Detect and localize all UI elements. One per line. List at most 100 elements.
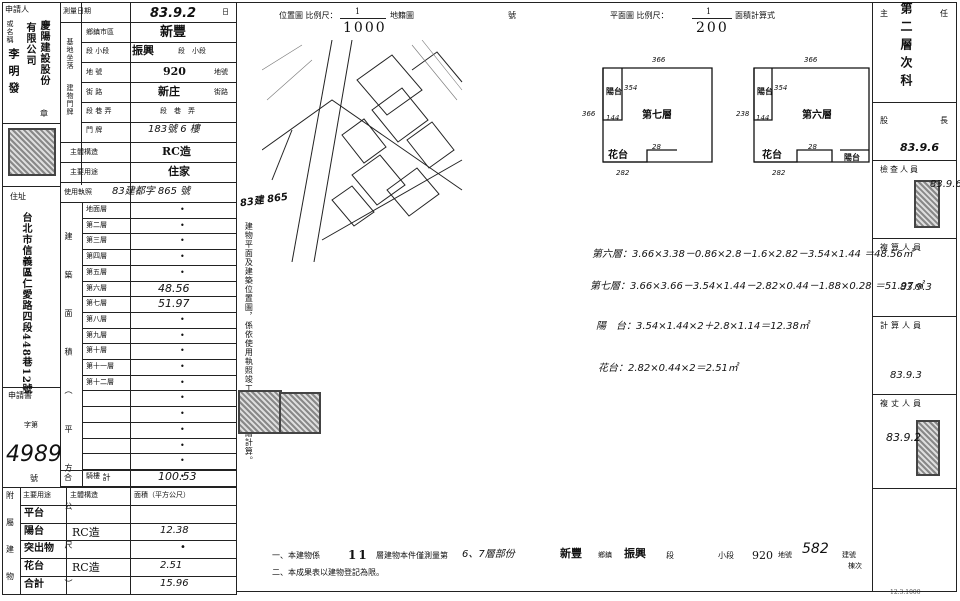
- date-reviewer: 83.9.3: [900, 282, 932, 293]
- district-label: 鄉鎮市區: [86, 28, 114, 36]
- dim-width-6: 366: [804, 56, 818, 64]
- lane-value: 段 巷 弄: [160, 107, 195, 115]
- location-title: 位置圖 比例尺：: [279, 11, 338, 20]
- floor-area: •: [180, 409, 185, 419]
- location-no: 號: [508, 11, 516, 20]
- annex-use: 花台: [24, 561, 44, 573]
- balcony-6: 陽台: [757, 86, 773, 96]
- annex-use: 突出物: [24, 543, 54, 555]
- floor-area: •: [180, 440, 185, 450]
- annex-area: •: [180, 542, 186, 554]
- floor-label: 第八層: [86, 314, 107, 323]
- dim-d2-6: 144: [756, 114, 769, 122]
- annex-side-char: 物: [6, 572, 14, 581]
- area-formula: 第七層：3.66×3.66－3.54×1.44－2.82×0.44－1.88×0…: [590, 281, 924, 292]
- annex-header: 面積（平方公尺）: [134, 491, 190, 499]
- street-suffix: 街路: [214, 88, 228, 96]
- floor-plans: 366 366 366 238 354 354 144 144 28 28 28…: [582, 56, 870, 177]
- dim-height-7: 366: [582, 110, 596, 118]
- inspector-label: 檢查人員: [880, 165, 920, 174]
- floor-area: •: [180, 252, 185, 262]
- note1-page: 棟次: [848, 562, 862, 570]
- floor-area: •: [180, 393, 185, 403]
- number-value: 183號 6 樓: [148, 124, 200, 135]
- dim-d1-6: 354: [774, 84, 787, 92]
- dim-width-7: 366: [652, 56, 666, 64]
- floor-area: •: [180, 456, 185, 466]
- section-head-label: 股: [880, 116, 888, 125]
- floor-area: •: [180, 236, 185, 246]
- annex-area: 15.96: [160, 578, 189, 589]
- survey-date-label: 測量日期: [63, 7, 91, 15]
- note1-district: 新豐: [560, 547, 582, 560]
- dim-d3-6: 28: [808, 143, 817, 151]
- date-inspector: 83.9.6: [930, 179, 960, 190]
- annex-use: 平台: [24, 507, 44, 519]
- lot-label: 地 號: [86, 68, 103, 76]
- floor-label: 第二層: [86, 220, 107, 229]
- app-no-label: 申請書: [8, 391, 32, 400]
- floor-label: 第九層: [86, 330, 107, 339]
- office-seal-right: [279, 392, 321, 434]
- floor-area: •: [180, 205, 185, 214]
- number-label: 門 牌: [86, 126, 103, 134]
- floor-area: •: [180, 471, 185, 481]
- section-suffix: 段 小段: [178, 47, 206, 55]
- annex-use: 合計: [24, 579, 44, 590]
- note1-pre: 一、本建物係: [272, 551, 320, 560]
- permit-value: 83建都字 865 號: [112, 186, 191, 197]
- flower-7: 花台: [608, 148, 628, 161]
- floor-area: •: [180, 377, 185, 387]
- total-area: 100.53: [158, 470, 197, 483]
- inspector-seal: [914, 180, 940, 228]
- footnote: 12.3.1000: [890, 589, 921, 596]
- applicant-name-2: 慶陽建設股份: [38, 20, 49, 86]
- section-label: 段 小段: [86, 47, 110, 55]
- floor-label: 第十一層: [86, 362, 114, 370]
- floor-label: 第四層: [86, 252, 107, 261]
- note1-bldg-label: 建號: [842, 551, 856, 559]
- stamp-label: 章: [40, 109, 48, 118]
- annex-header: 主體構造: [70, 491, 98, 499]
- dim-d4-7: 282: [616, 169, 630, 177]
- dim-d2-7: 144: [606, 114, 619, 122]
- address-label: 住址: [10, 192, 26, 201]
- app-no-prefix: 字第: [24, 421, 38, 429]
- surveyor-label: 複丈人員: [880, 399, 924, 408]
- permit-label: 使用執照: [64, 188, 92, 196]
- area-formula: 第六層：3.66×3.38－0.86×2.8－1.6×2.82－3.54×1.4…: [592, 249, 913, 260]
- floor-area: 51.97: [158, 297, 190, 311]
- floor-area: •: [180, 314, 185, 324]
- app-no-value: 4989: [6, 442, 62, 467]
- use-value: 住家: [168, 165, 190, 178]
- location-scale-den: 1000: [343, 20, 387, 36]
- survey-date-value: 83.9.2: [150, 6, 197, 21]
- company-seal: [8, 128, 56, 176]
- area-formula: 花台：2.82×0.44×2＝2.51㎡: [598, 363, 738, 374]
- plan-scale-num: 1: [706, 7, 712, 16]
- reviewer-label: 複算人員: [880, 243, 924, 252]
- street-label: 街 路: [86, 88, 103, 96]
- site-label: 基地坐落: [66, 38, 74, 70]
- note1-section: 振興: [624, 547, 646, 560]
- floor-area: •: [180, 330, 185, 340]
- floor-label: 地面層: [86, 205, 107, 213]
- dim-d3-7: 28: [652, 143, 661, 151]
- note1-mid: 層建物本件僅測量第: [376, 551, 448, 560]
- section-value: 振興: [132, 44, 154, 57]
- location-map: [262, 40, 464, 262]
- applicant-sub-label: 或名稱: [6, 20, 14, 44]
- date-calculator: 83.9.3: [890, 370, 922, 381]
- floor-area: •: [180, 362, 185, 371]
- chief-stamp: 第二層次科: [899, 2, 913, 92]
- use-label: 主要用途: [70, 168, 98, 176]
- lot-suffix: 地號: [214, 68, 228, 76]
- floor-label: 第十層: [86, 346, 107, 355]
- representative-name: 李明發: [7, 48, 20, 99]
- floor-area: •: [180, 424, 185, 434]
- location-scale-num: 1: [355, 7, 361, 16]
- door-label: 建物門牌: [66, 84, 74, 116]
- date-head: 83.9.6: [900, 141, 939, 154]
- lane-label: 段 巷 弄: [86, 107, 112, 115]
- floor-label: 騎樓: [86, 471, 100, 480]
